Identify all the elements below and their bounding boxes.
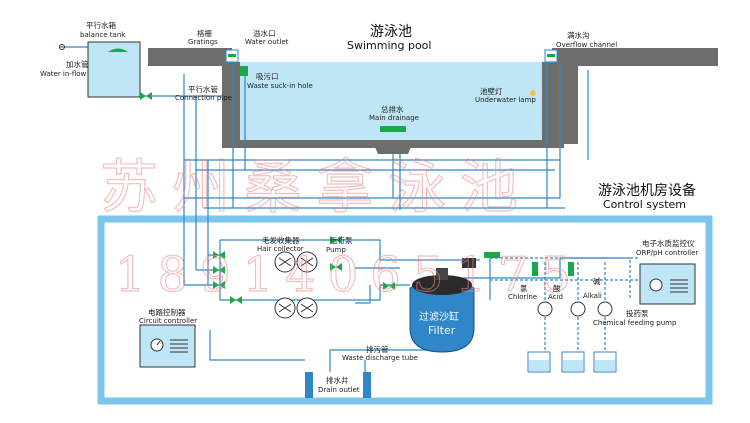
circuit-label-cn: 电路控制器 — [148, 307, 186, 317]
watermark-phone: 18914065175 — [115, 247, 583, 303]
gratings-label-cn: 格栅 — [197, 28, 212, 38]
balance-tank-label-cn: 平行水箱 — [86, 20, 116, 30]
drain-outlet — [305, 372, 371, 398]
connection-label-en: Connection pipe — [175, 94, 232, 102]
underwater-lamp-icon — [530, 90, 536, 96]
water-outlet-label-cn: 溢水口 — [253, 28, 276, 38]
water-outlet-label-en: Water outlet — [245, 38, 289, 46]
swimming-pool — [148, 48, 718, 154]
main-drain-grate — [380, 126, 406, 132]
chlorine-label-en: Chlorine — [508, 293, 537, 301]
system-title-en: Control system — [603, 198, 686, 211]
balance-tank — [59, 41, 141, 98]
circuit-label-en: Circuit controller — [139, 317, 197, 325]
drain-outlet-label-en: Drain outlet — [318, 386, 360, 394]
hair-collector-label-cn: 毛发收集器 — [262, 235, 300, 245]
drain-outlet-label-cn: 排水井 — [326, 375, 349, 385]
alkali-pump-icon — [597, 301, 613, 317]
control-system-frame — [97, 215, 713, 405]
feeding-pump-label-cn: 投药泵 — [626, 308, 649, 318]
acid-label-en: Acid — [548, 293, 563, 301]
filter-label-cn: 过滤沙缸 — [419, 310, 459, 323]
water-inflow-label-cn: 加水管 — [66, 59, 89, 69]
orp-label-en: ORP/pH controller — [636, 249, 698, 257]
overflow-label-en: Overflow channel — [556, 41, 617, 49]
acid-label-cn: 酸 — [553, 283, 561, 293]
chlorine-label-cn: 氯 — [520, 283, 528, 293]
main-drain-label-en: Main drainage — [369, 114, 419, 122]
watermark-text: 苏州桑拿泳池 — [100, 153, 532, 221]
balance-tank-label-en: balance tank — [80, 31, 126, 39]
main-drain-label-cn: 总排水 — [381, 104, 404, 114]
lamp-label-en: Underwater lamp — [475, 96, 536, 104]
suck-in-label-cn: 吸污口 — [256, 72, 279, 81]
pump-label-cn: 运行泵 — [330, 235, 353, 245]
inflow-valve-icon — [59, 44, 65, 50]
system-title-cn: 游泳池机房设备 — [598, 182, 696, 199]
pool-concrete — [148, 48, 718, 148]
main-drain-pit — [372, 140, 414, 154]
alkali-label-cn: 碱 — [593, 277, 601, 286]
discharge-label-cn: 排污管 — [366, 344, 389, 354]
lamp-label-cn: 池壁灯 — [480, 86, 503, 96]
chemical-pumps — [537, 301, 613, 317]
overflow-label-cn: 满水沟 — [567, 30, 590, 40]
gratings-label-en: Gratings — [188, 38, 218, 46]
orp-controller — [639, 263, 696, 305]
hair-collector-label-en: Hair collector — [257, 245, 304, 253]
pool-title-en: Swimming pool — [347, 39, 431, 52]
water-inflow-label-en: Water in-flow — [40, 70, 87, 78]
sand-filter — [409, 258, 476, 353]
pump-label-en: Pump — [326, 246, 346, 254]
connection-label-cn: 平行水管 — [188, 84, 218, 94]
feeding-pump-label-en: Chemical feeding pump — [593, 319, 677, 327]
hair-collector-pumps — [274, 251, 318, 319]
chemical-tanks — [527, 351, 617, 373]
discharge-label-en: Waste discharge tube — [342, 354, 418, 362]
chlorine-pump-icon — [537, 301, 553, 317]
suck-in-hole — [240, 66, 248, 76]
pool-title-cn: 游泳池 — [370, 24, 412, 40]
filter-label-en: Filter — [428, 324, 456, 337]
suck-in-label-en: Waste suck-in hole — [247, 82, 313, 90]
circuit-controller — [139, 324, 196, 368]
orp-label-cn: 电子水质监控仪 — [642, 238, 695, 248]
alkali-label-en: Alkali — [583, 292, 602, 300]
valves — [140, 92, 574, 304]
acid-pump-icon — [570, 301, 586, 317]
